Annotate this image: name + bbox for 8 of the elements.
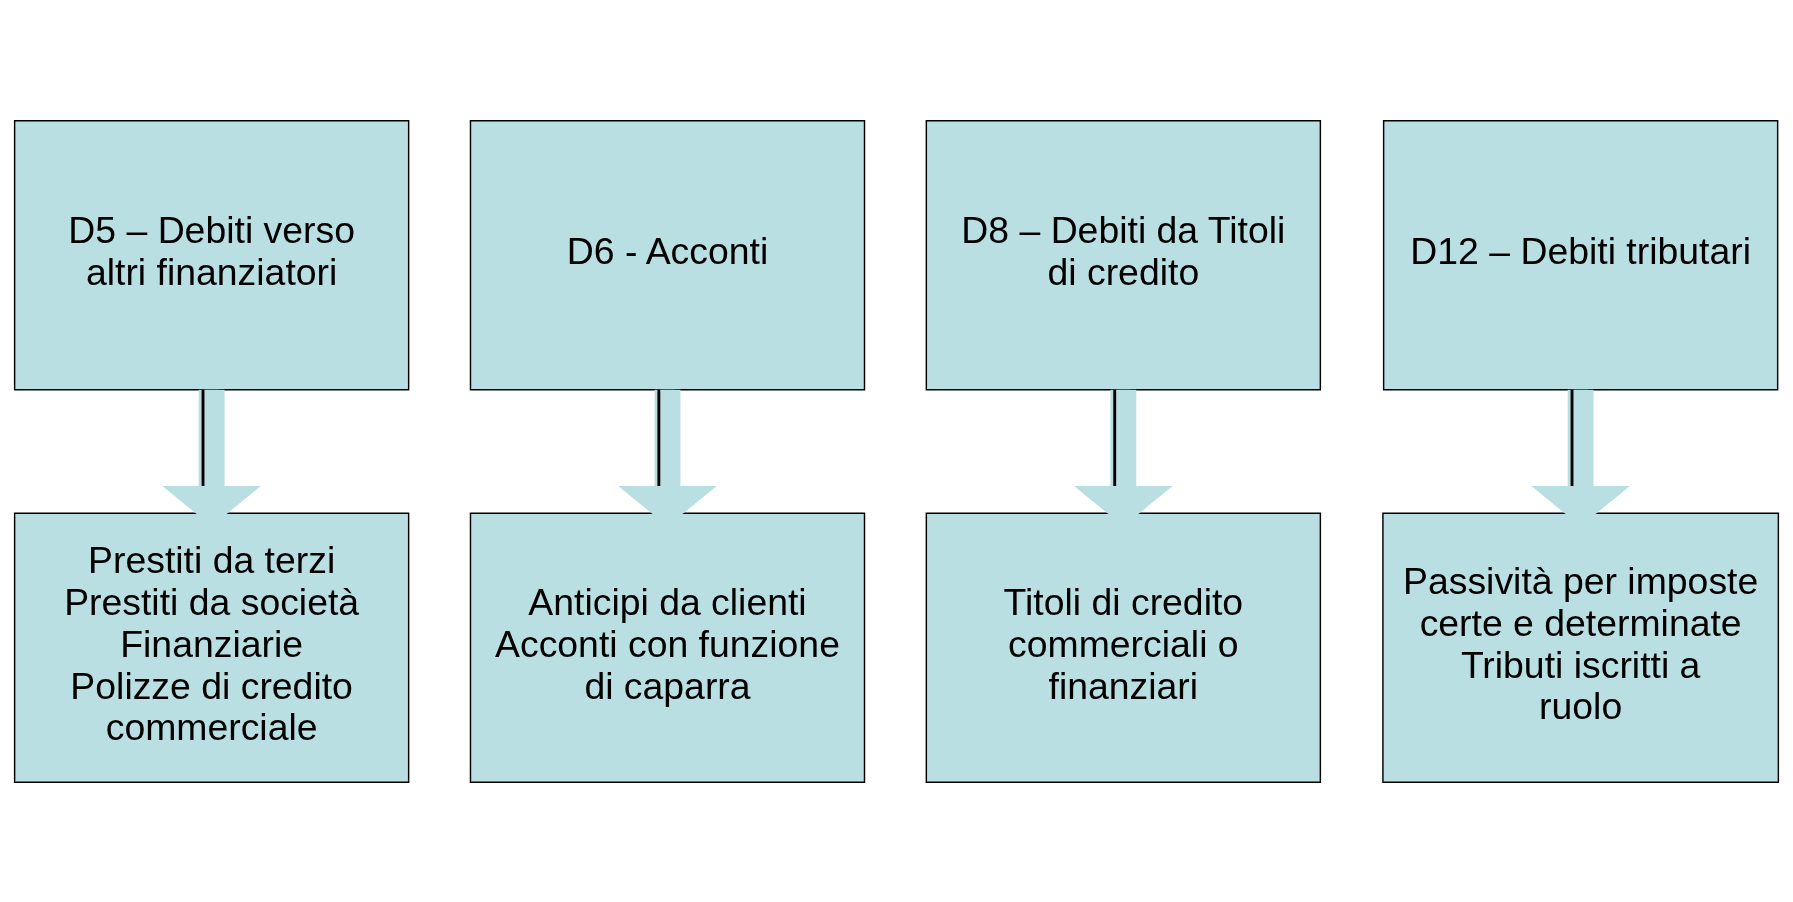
node-box: Titoli di credito commerciali o finanziari xyxy=(925,512,1322,783)
node-box: D5 – Debiti verso altri finanziatori xyxy=(13,119,410,390)
node-box: D6 - Acconti xyxy=(469,119,866,390)
node-box: Prestiti da terzi Prestiti da società Finanziarie Polizze di credito commerciale xyxy=(13,512,410,783)
node-box: D8 – Debiti da Titoli di credito xyxy=(925,119,1322,390)
node-box: Passività per imposte certe e determinate Tributi iscritti a ruolo xyxy=(1382,512,1780,783)
node-box: Anticipi da clienti Acconti con funzione di caparra xyxy=(469,512,866,783)
node-box: D12 – Debiti tributari xyxy=(1382,119,1779,390)
